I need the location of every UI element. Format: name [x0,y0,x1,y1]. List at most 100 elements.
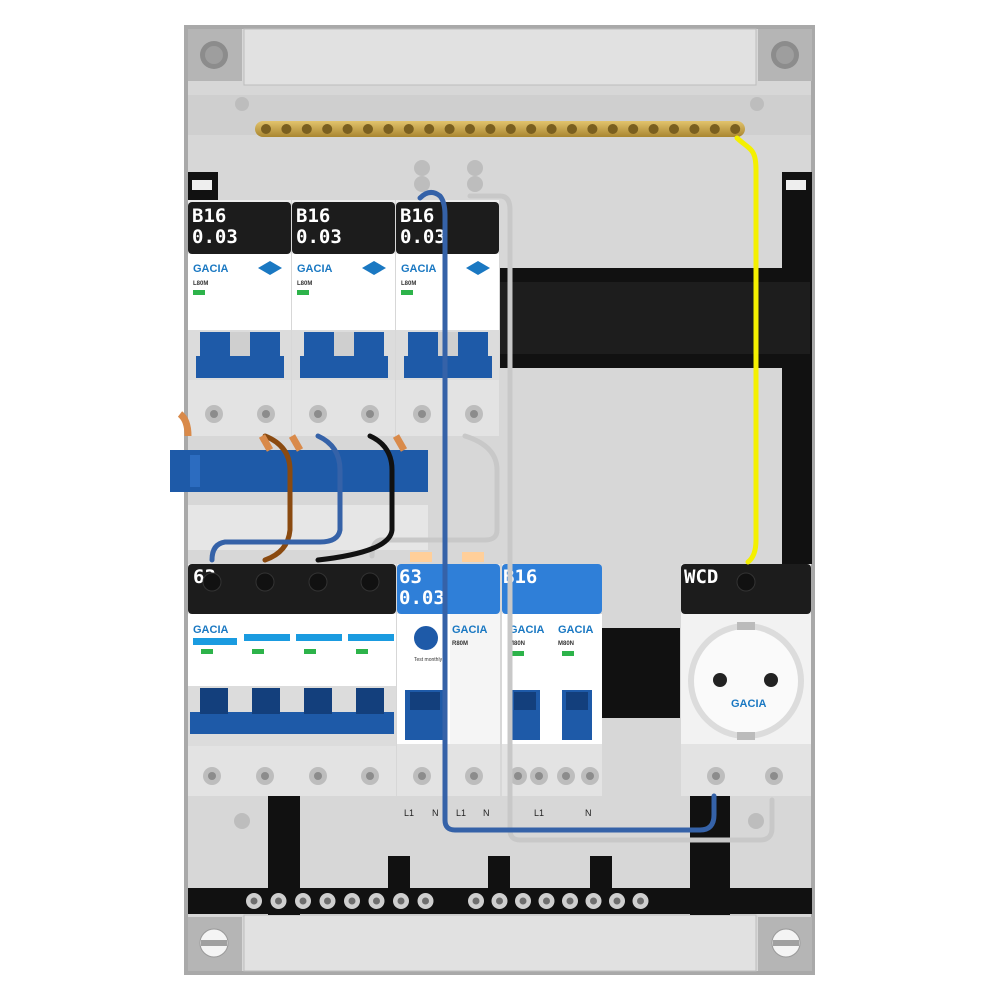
busbar-hole-icon [628,124,639,134]
busbar-hole-icon [322,124,333,134]
busbar-hole-icon [689,124,700,134]
blue-wire [209,433,343,563]
corner-screw-top-left [188,29,242,81]
brand-logo-icon [362,261,386,275]
busbar-hole-icon [301,124,312,134]
busbar-hole-icon [363,124,373,134]
main-switch-handle[interactable] [190,688,394,734]
busbar-hole-icon [424,124,435,134]
main-switch-brand: GACIA [193,624,229,636]
rcd-l1-terminal-label: L1 [404,808,414,818]
rcbo-rating-label: B16 [296,205,330,227]
stud-icon [467,160,483,176]
brand-logo-icon [258,261,282,275]
busbar-hole-icon [505,124,516,134]
mcb-handle[interactable] [510,690,592,740]
top-terminal-screw-icon [308,572,328,592]
rcd [397,564,500,796]
rcbo-model: L80M [297,281,312,287]
busbar-hole-icon [546,124,557,134]
rcd-brand: GACIA [452,624,488,636]
mcb-l1-terminal-label: L1 [534,808,544,818]
rcd-sensitivity-label: 0.03 [399,587,445,609]
mcb-brand: GACIA [509,624,545,636]
status-indicator [401,290,413,295]
pole-stripe [296,634,342,641]
busbar-hole-icon [587,124,598,134]
rcbo-sensitivity-label: 0.03 [192,226,238,248]
corner-screw-bottom-right [758,917,812,971]
panel-screw-icon [750,97,764,111]
black-wire [315,433,395,563]
rcd-handle[interactable] [405,690,445,740]
corner-screw-bottom-left [188,917,242,971]
rcbo-brand: GACIA [401,263,437,275]
terminal-screws [246,893,649,909]
rcd-l1-out-terminal-label: L1 [456,808,466,818]
rcbo-sensitivity-label: 0.03 [296,226,342,248]
busbar-hole-icon [607,124,618,134]
status-indicator [304,649,316,654]
mcb-2-indicator [562,651,574,656]
busbar-hole-icon [567,124,577,134]
brown-wire [262,433,293,563]
rcbo-brand: GACIA [297,263,333,275]
stud-icon [414,160,430,176]
pole-stripe [244,634,290,641]
busbar-hole-icon [342,124,353,134]
earth-busbar [255,121,745,137]
rcbo-rating-label: B16 [192,205,226,227]
rcbo-sensitivity-label: 0.03 [400,226,446,248]
socket-label: WCD [684,566,718,588]
rcbo-brand: GACIA [193,263,229,275]
grey-wire-2 [369,433,500,559]
wiring [209,135,775,843]
busbar-hole-icon [485,124,496,134]
mcb-model: M80N [509,641,525,647]
corner-screw-top-right [758,29,812,81]
mcb-b16 [502,564,602,796]
comb-busbar [170,450,428,492]
rcd-n-out-terminal-label: N [483,808,490,818]
rcbo-model: L80M [193,281,208,287]
status-indicator [356,649,368,654]
busbar-hole-icon [648,124,659,134]
blue-wire-main [417,190,717,833]
rcbo-model: L80M [401,281,416,287]
rcbo-rating-label: B16 [400,205,434,227]
rcd-model: R80M [452,641,468,647]
rcbo-handle[interactable] [404,332,492,378]
pole-stripe [348,634,394,641]
busbar-hole-icon [281,124,292,134]
busbar-hole-icon [465,124,475,134]
rcbo-handle[interactable] [300,332,388,378]
brand-logo-icon [466,261,490,275]
rcd-test-text: Test monthly [414,657,443,663]
busbar-hole-icon [669,124,679,134]
top-terminal-screw-icon [736,572,756,592]
busbar-hole-icon [709,124,720,134]
busbar-hole-icon [261,124,271,134]
main-switch [188,564,396,796]
rcbo-handle[interactable] [196,332,284,378]
panel-screw-icon [235,97,249,111]
busbar-hole-icon [730,124,741,134]
stud-icon [414,176,430,192]
rcd-test-button[interactable] [414,626,438,650]
panel-screw-icon [748,813,764,829]
status-indicator [297,290,309,295]
top-terminal-screw-icon [202,572,222,592]
socket-pin-hole-icon [713,673,727,687]
bottom-terminal-screws [202,572,783,785]
status-indicator [201,649,213,654]
socket-pin-hole-icon [764,673,778,687]
socket-outlet [681,564,811,796]
busbar-hole-icon [526,124,537,134]
rcd-n-terminal-label: N [432,808,439,818]
earth-wire-yellow [734,135,759,565]
status-indicator [193,290,205,295]
top-terminal-screw-icon [360,572,380,592]
